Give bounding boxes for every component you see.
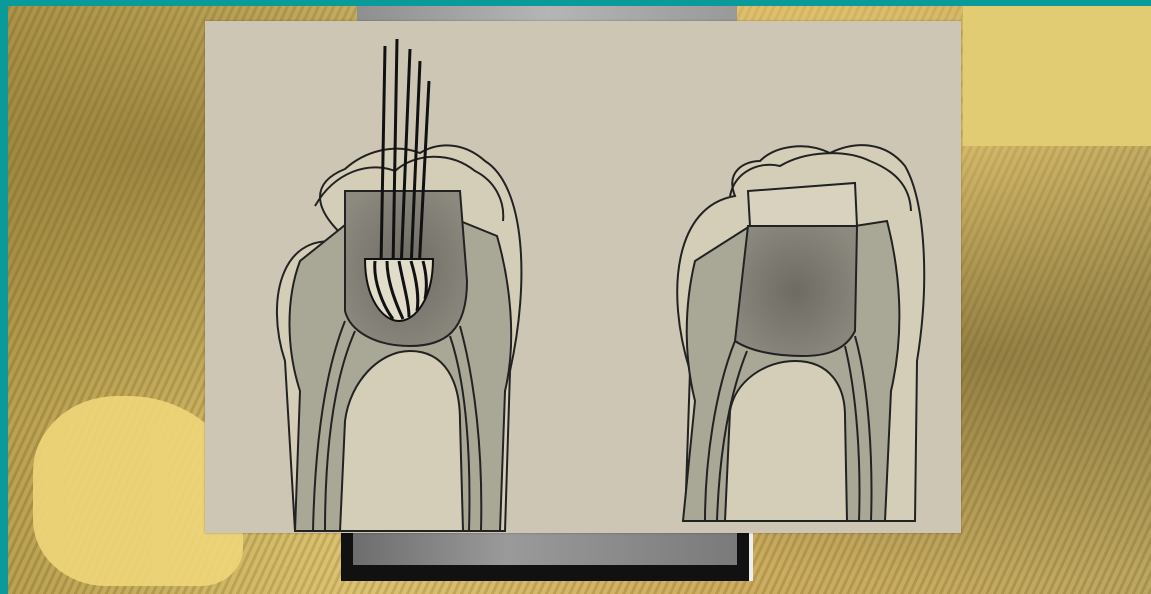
tooth-left-with-file — [277, 39, 521, 531]
background-dark-strip — [341, 531, 753, 581]
tooth-illustration-card — [205, 21, 961, 533]
tooth-right-restored — [677, 145, 924, 521]
background-grey-strip-top — [357, 6, 737, 22]
tooth-diagram-icon — [205, 21, 961, 533]
background-light-patch — [963, 6, 1151, 146]
photo-scene — [8, 6, 1151, 594]
